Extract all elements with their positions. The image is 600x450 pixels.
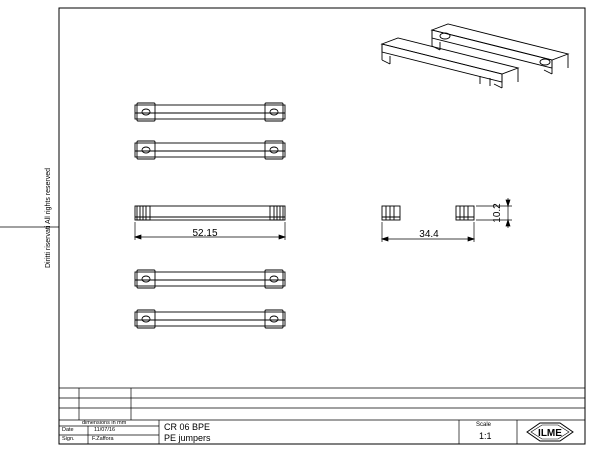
date-label: Date: [62, 427, 74, 433]
units-note: dimensions in mm: [82, 420, 127, 426]
part-name: PE jumpers: [164, 433, 211, 443]
part-code: CR 06 BPE: [164, 422, 211, 432]
height-dimension: [476, 198, 512, 228]
sign-value: F.Zaffora: [92, 436, 114, 442]
rights-italian-note: Diritti riservati: [45, 225, 52, 268]
scale-value: 1:1: [479, 431, 492, 441]
top-view-upper: [134, 102, 286, 160]
height-dimension-label: 10.2: [492, 203, 503, 223]
title-block-grid: [59, 387, 585, 444]
ilme-logo: ILME: [526, 422, 574, 442]
isometric-view: [380, 23, 570, 89]
scale-label: Scale: [476, 422, 492, 428]
rights-english-note: All rights reserved: [45, 167, 52, 224]
top-view-lower: [134, 269, 286, 329]
date-value: 11/07/16: [94, 427, 116, 433]
width-dimension-label: 34.4: [419, 229, 439, 240]
logo-text: ILME: [538, 428, 562, 439]
sign-label: Sign.: [62, 436, 75, 442]
width-dimension: [380, 222, 476, 242]
front-view: [134, 205, 286, 221]
length-dimension-label: 52.15: [192, 228, 217, 239]
length-dimension: [133, 222, 287, 240]
side-view: [381, 205, 475, 221]
drawing-frame: [58, 7, 586, 445]
